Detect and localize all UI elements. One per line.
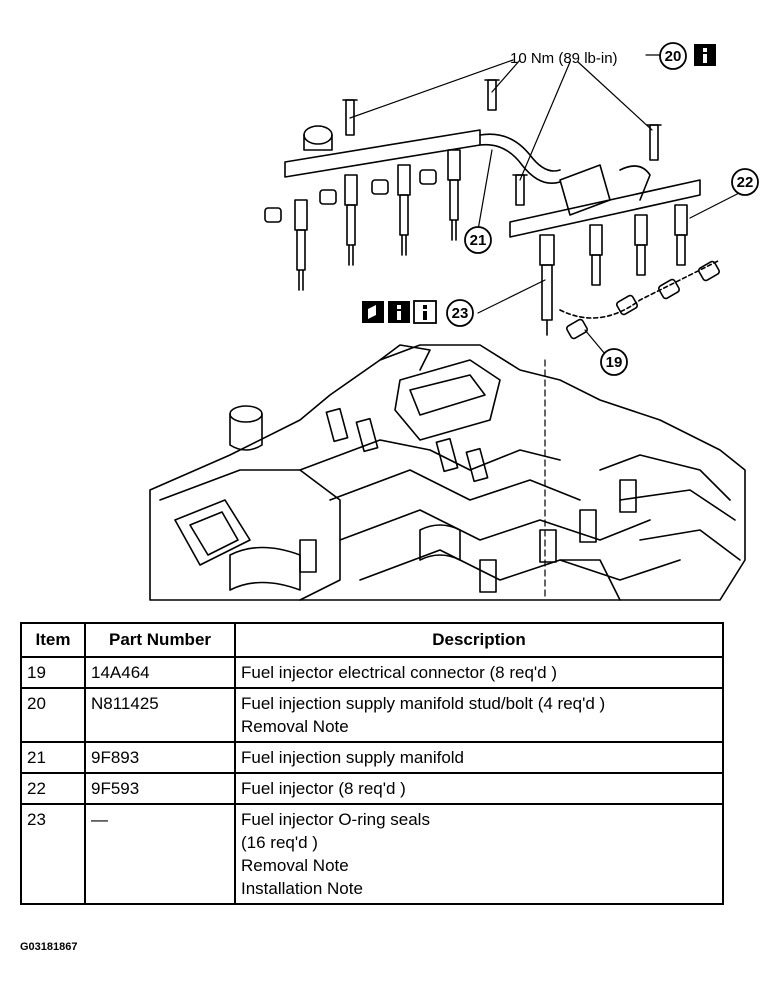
callout-label: 23 — [452, 305, 469, 322]
description-line: (16 req'd ) — [241, 833, 318, 852]
figure-id: G03181867 — [20, 941, 78, 953]
table-row: 22 9F593 Fuel injector (8 req'd ) — [20, 772, 724, 805]
description-line: Fuel injection supply manifold — [241, 748, 465, 767]
description-cell: Fuel injector (8 req'd ) — [234, 772, 724, 805]
description-line: Fuel injection supply manifold stud/bolt… — [241, 694, 606, 713]
fuel-rail-right — [509, 164, 701, 238]
description-cell: Fuel injection supply manifold — [234, 741, 724, 774]
part-number-cell: N811425 — [84, 687, 236, 743]
info-icon — [388, 301, 410, 323]
injectors-right-bank — [539, 204, 688, 336]
item-cell: 23 — [20, 803, 86, 905]
injectors-left-bank — [264, 149, 461, 291]
manual-icon — [362, 301, 384, 323]
table-row: 23 — Fuel injector O-ring seals (16 req'… — [20, 803, 724, 905]
supply-manifold-studs — [342, 79, 662, 206]
torque-label: 10 Nm (89 lb-in) — [510, 50, 618, 67]
callout-19: 19 — [600, 348, 628, 376]
description-line: Fuel injector (8 req'd ) — [241, 779, 406, 798]
callout-label: 20 — [665, 48, 682, 65]
callout-label: 19 — [606, 354, 623, 371]
header-description: Description — [234, 622, 724, 658]
installation-note-link[interactable]: Installation Note — [241, 879, 363, 898]
part-number-cell: 14A464 — [84, 656, 236, 689]
description-cell: Fuel injector electrical connector (8 re… — [234, 656, 724, 689]
info-outline-icon — [413, 300, 437, 324]
table-row: 19 14A464 Fuel injector electrical conne… — [20, 656, 724, 689]
info-icon — [694, 44, 716, 66]
description-cell: Fuel injection supply manifold stud/bolt… — [234, 687, 724, 743]
table-header-row: Item Part Number Description — [20, 622, 724, 658]
callout-23: 23 — [446, 299, 474, 327]
part-number-cell: — — [84, 803, 236, 905]
header-item: Item — [20, 622, 86, 658]
engine-assembly — [149, 344, 746, 601]
table-row: 21 9F893 Fuel injection supply manifold — [20, 741, 724, 774]
callout-label: 22 — [737, 174, 754, 191]
item-cell: 21 — [20, 741, 86, 774]
callout-22: 22 — [731, 168, 759, 196]
callout-20: 20 — [659, 42, 687, 70]
item-cell: 22 — [20, 772, 86, 805]
part-number-cell: 9F593 — [84, 772, 236, 805]
removal-note-link[interactable]: Removal Note — [241, 856, 349, 875]
header-part-number: Part Number — [84, 622, 236, 658]
electrical-connectors — [559, 259, 721, 340]
part-number-cell: 9F893 — [84, 741, 236, 774]
parts-table: Item Part Number Description 19 14A464 F… — [20, 622, 724, 905]
description-line: Fuel injector electrical connector (8 re… — [241, 663, 557, 682]
fuel-injector-diagram: 10 Nm (89 lb-in) 20 21 22 23 19 — [149, 42, 759, 601]
description-line: Fuel injector O-ring seals — [241, 810, 430, 829]
table-row: 20 N811425 Fuel injection supply manifol… — [20, 687, 724, 743]
description-cell: Fuel injector O-ring seals (16 req'd ) R… — [234, 803, 724, 905]
callout-21: 21 — [464, 226, 492, 254]
item-cell: 19 — [20, 656, 86, 689]
leader-lines — [349, 54, 746, 601]
item-cell: 20 — [20, 687, 86, 743]
callout-label: 21 — [470, 232, 487, 249]
removal-note-link[interactable]: Removal Note — [241, 717, 349, 736]
